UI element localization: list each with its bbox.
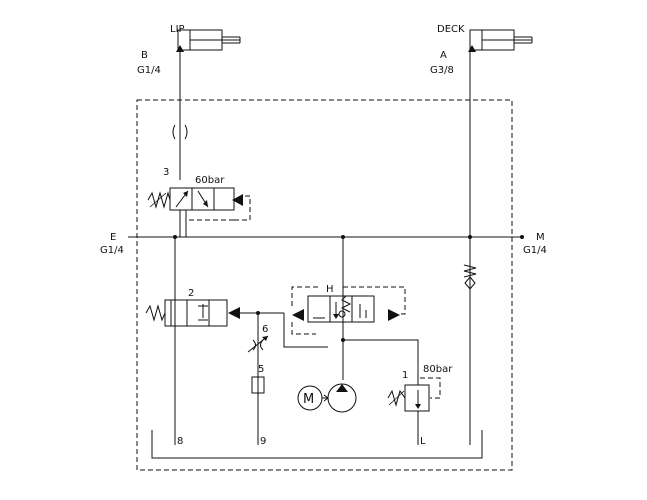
valve-h-pilot-right: [343, 286, 406, 315]
valve-3-label: 3: [163, 167, 169, 178]
valve-h: [292, 295, 400, 323]
motor-pump: M: [297, 383, 357, 413]
relief-1-label: 1: [402, 370, 408, 381]
svg-text:M: M: [303, 392, 314, 407]
lip-cylinder: [176, 29, 241, 52]
filter-5-label: 5: [258, 364, 264, 375]
line-l-label: L: [420, 436, 426, 447]
tank-line: [151, 430, 483, 459]
lip-label: LIP: [170, 24, 185, 35]
relief-valve-1: [387, 384, 430, 412]
port-e-label: E: [110, 232, 116, 243]
valve-3: [147, 187, 243, 211]
line-8-label: 8: [177, 436, 183, 447]
valve-2-label: 2: [188, 288, 194, 299]
junction-dot: [468, 235, 472, 239]
check-valve: [463, 264, 477, 290]
port-b-size: G1/4: [137, 65, 161, 76]
port-a-label: A: [440, 50, 447, 61]
orifice: [172, 124, 188, 140]
valve-3-setting: 60bar: [195, 175, 225, 186]
manifold-boundary: [136, 99, 513, 471]
relief-supply: [343, 339, 419, 385]
valve-h-label: H: [326, 284, 334, 295]
valve-3-pilot: [234, 195, 251, 221]
port-a-size: G3/8: [430, 65, 454, 76]
deck-label: DECK: [437, 24, 465, 35]
port-m-dot: [520, 235, 524, 239]
port-b-label: B: [141, 50, 148, 61]
valve-h-pilot-top: [291, 286, 320, 306]
filter-5: [251, 376, 265, 394]
relief-1-setting: 80bar: [423, 364, 453, 375]
port-m-size: G1/4: [523, 245, 547, 256]
deck-cylinder: [468, 29, 533, 52]
throttle-6: [247, 335, 269, 353]
pilot-to-h: [283, 313, 328, 348]
relief-pilot: [420, 377, 441, 399]
port-m-label: M: [536, 232, 545, 243]
line-9-label: 9: [260, 436, 266, 447]
valve-h-pilot-left: [291, 322, 316, 335]
port-e-size: G1/4: [100, 245, 124, 256]
valve-2: [145, 299, 240, 327]
throttle-6-label: 6: [262, 324, 268, 335]
